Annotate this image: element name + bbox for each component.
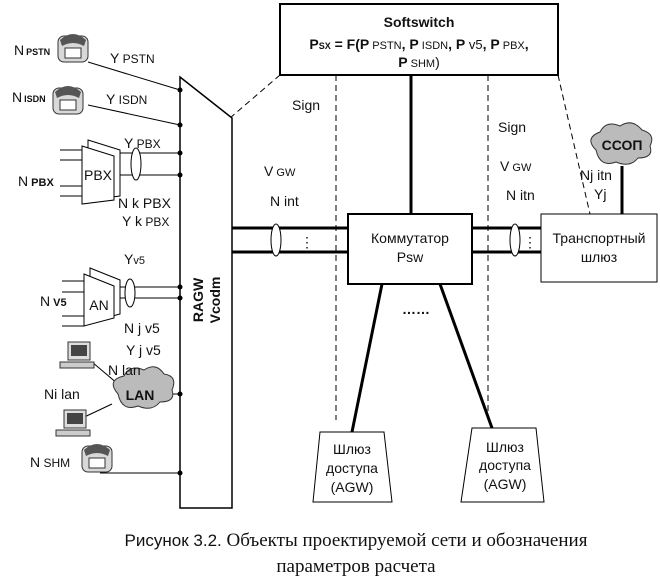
switch-label: Коммутатор: [371, 230, 449, 246]
transport-gateway-label: Транспортный: [553, 230, 646, 246]
trunk-bundle-left: [270, 223, 282, 257]
phone-icon: [52, 86, 84, 115]
ragw-label: RAGW: [190, 277, 206, 322]
sign-right-label: Sign: [498, 119, 526, 135]
access-gateway-right: Шлюз доступа (AGW): [460, 427, 545, 503]
agw-left-line1: Шлюз: [333, 441, 371, 457]
ccop-cloud: ССОП: [590, 122, 653, 165]
pbx-label: PBX: [84, 167, 113, 183]
n-pbx-label: N PBX: [18, 173, 54, 189]
trunk-lines: [232, 226, 541, 254]
v-gw-left-label: V GW: [264, 163, 296, 179]
n-lan-label: Ni lan: [44, 386, 80, 402]
phone-icon: [57, 34, 89, 63]
yv5-label: Yv5: [124, 251, 145, 267]
trunk-dots-right: ⋮: [523, 234, 537, 250]
yk-pbx-label: Y k PBX: [122, 213, 169, 229]
computer-icon: [55, 409, 91, 437]
agw-right-line2: доступа: [479, 457, 531, 473]
switch-dots: ……: [402, 301, 430, 317]
nj-itn-label: Nj itn: [580, 167, 612, 183]
n-lan-top-label: N lan: [108, 362, 141, 378]
pbx-node: PBX: [60, 139, 142, 205]
y-pstn-label: Y PSTN: [110, 50, 155, 66]
lan-label: LAN: [126, 387, 155, 403]
trunk-bundle-right: [509, 223, 521, 257]
softswitch-node: Softswitch PSX = F(P PSTN, P ISDN, P v5,…: [279, 3, 559, 76]
ragw-node: RAGW Vcodm: [179, 75, 233, 509]
sign-left-label: Sign: [292, 97, 320, 113]
softswitch-title: Softswitch: [384, 14, 455, 30]
phone-icon: [81, 444, 113, 473]
switch-psw-label: Psw: [397, 249, 424, 265]
an-label: AN: [89, 297, 108, 313]
y-isdn-label: Y ISDN: [106, 91, 147, 107]
v-gw-right-label: V GW: [500, 158, 532, 174]
ccop-label: ССОП: [602, 137, 643, 153]
softswitch-formula-line1: PSX = F(P PSTN, P ISDN, P v5, P PBX,: [309, 36, 528, 52]
transport-gateway-label-2: шлюз: [581, 249, 617, 265]
ragw-vcodm-label: Vcodm: [207, 277, 223, 324]
signalling-lines: [229, 74, 591, 420]
switch-node: Коммутатор Psw: [347, 213, 473, 285]
left-lines: [87, 61, 181, 474]
agw-left-line3: (AGW): [331, 479, 374, 495]
n-shm-label: N SHM: [30, 454, 70, 470]
n-v5-label: N V5: [40, 293, 67, 309]
y-pbx-label: Y PBX: [124, 135, 161, 151]
an-node: AN: [62, 267, 136, 327]
nj-v5-label: N j v5: [124, 320, 160, 336]
agw-left-line2: доступа: [326, 460, 378, 476]
transport-gateway-node: Транспортный шлюз: [540, 213, 658, 283]
access-gateway-left: Шлюз доступа (AGW): [312, 431, 393, 503]
switch-agw-links: [350, 283, 494, 433]
figure-caption-line1: Рисунок 3.2. Объекты проектируемой сети …: [125, 530, 588, 551]
nk-pbx-label: N k PBX: [118, 195, 172, 211]
yj-label: Yj: [594, 186, 606, 202]
n-itn-label: N itn: [506, 187, 535, 203]
trunk-dots-left: ⋮: [300, 234, 314, 250]
computer-icon: [59, 341, 95, 369]
left-junction-dots: [177, 87, 183, 476]
lan-node: LAN: [77, 361, 175, 421]
softswitch-formula-line2: P SHM): [398, 54, 440, 70]
agw-right-line1: Шлюз: [486, 439, 524, 455]
agw-right-line3: (AGW): [484, 476, 527, 492]
figure-caption-line2: параметров расчета: [276, 556, 436, 577]
n-int-label: N int: [270, 193, 299, 209]
yj-v5-label: Y j v5: [126, 342, 161, 358]
